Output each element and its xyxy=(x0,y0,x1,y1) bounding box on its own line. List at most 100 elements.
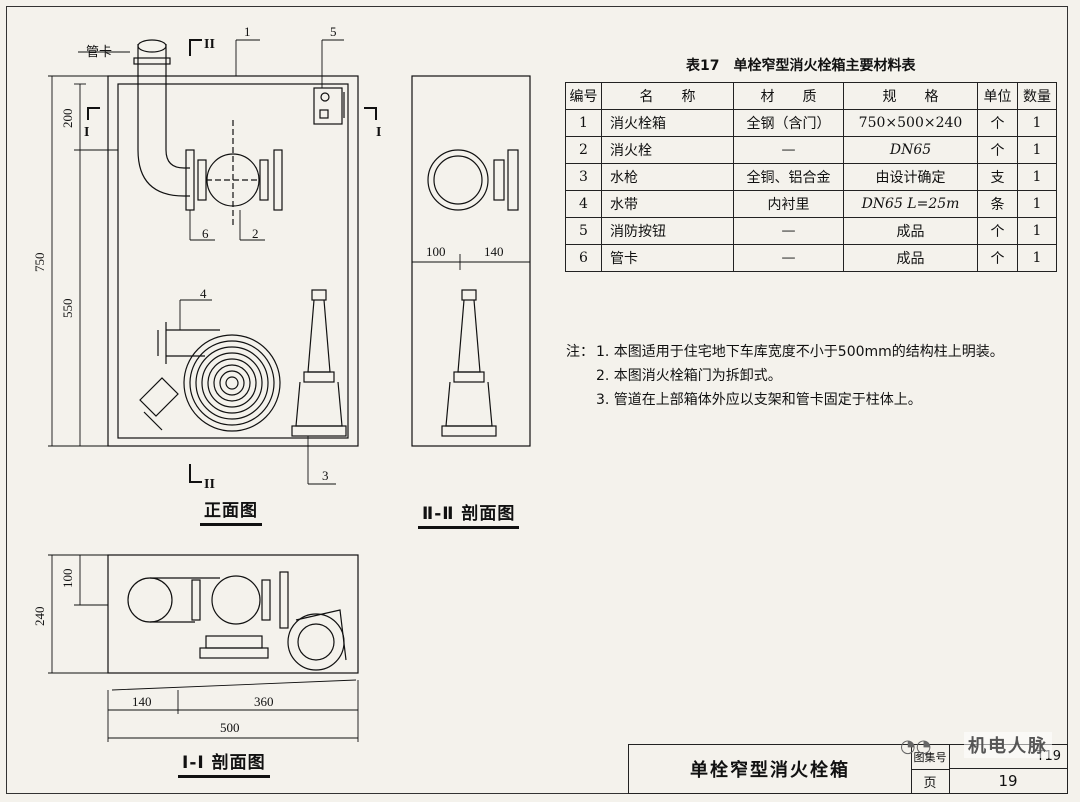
cell-unit: 条 xyxy=(977,190,1018,218)
callout-6: 6 xyxy=(202,226,209,241)
section-i-title: Ⅰ-Ⅰ 剖面图 xyxy=(178,752,270,778)
cell-qty: 1 xyxy=(1017,217,1057,245)
cell-material: — xyxy=(733,136,844,164)
cell-unit: 支 xyxy=(977,163,1018,191)
cell-name: 消火栓箱 xyxy=(601,109,734,137)
note-text: 1. 本图适用于住宅地下车库宽度不小于500mm的结构柱上明装。 xyxy=(596,344,1004,360)
callout-4: 4 xyxy=(200,286,207,301)
section-ii-title: Ⅱ-Ⅱ 剖面图 xyxy=(418,503,520,529)
note-item: 2. 本图消火栓箱门为拆卸式。 xyxy=(566,364,1004,388)
cell-material: 全铜、铝合金 xyxy=(733,163,844,191)
cell-qty: 1 xyxy=(1017,163,1057,191)
cell-no: 6 xyxy=(565,244,602,272)
cell-material: — xyxy=(733,244,844,272)
cell-unit: 个 xyxy=(977,217,1018,245)
watermark: 机电人脉 xyxy=(964,732,1052,758)
note-item: 3. 管道在上部箱体外应以支架和管卡固定于柱体上。 xyxy=(566,388,1004,412)
col-header-spec: 规 格 xyxy=(843,82,978,110)
callout-5: 5 xyxy=(330,24,337,39)
cell-name: 水带 xyxy=(601,190,734,218)
callout-1: 1 xyxy=(244,24,251,39)
cell-material: — xyxy=(733,217,844,245)
cell-no: 1 xyxy=(565,109,602,137)
valve-symbol xyxy=(185,120,283,228)
materials-table: 编号 名 称 材 质 规 格 单位 数量 1 消火栓箱 全钢（含门） 750×5… xyxy=(565,82,1057,272)
cell-spec: 成品 xyxy=(843,244,978,272)
section-mark-i-left: I xyxy=(84,125,89,140)
cell-material: 内衬里 xyxy=(733,190,844,218)
cell-qty: 1 xyxy=(1017,109,1057,137)
dim-i-140: 140 xyxy=(132,694,152,709)
table-row: 3 水枪 全铜、铝合金 由设计确定 支 1 xyxy=(565,163,1057,191)
dim-i-100: 100 xyxy=(60,569,75,589)
cell-qty: 1 xyxy=(1017,190,1057,218)
cell-name: 消火栓 xyxy=(601,136,734,164)
cell-spec: 750×500×240 xyxy=(843,109,978,137)
front-view-title: 正面图 xyxy=(200,500,262,526)
callout-2: 2 xyxy=(252,226,259,241)
dim-ii-140: 140 xyxy=(484,244,504,259)
dim-i-360: 360 xyxy=(254,694,274,709)
callout-3: 3 xyxy=(322,468,329,483)
dim-i-240: 240 xyxy=(32,607,47,627)
col-header-unit: 单位 xyxy=(977,82,1018,110)
cell-name: 管卡 xyxy=(601,244,734,272)
col-header-material: 材 质 xyxy=(733,82,844,110)
front-view-box xyxy=(107,75,359,447)
section-mark-ii-bottom: II xyxy=(204,477,215,492)
cell-unit: 个 xyxy=(977,136,1018,164)
guanka-label: 管卡 xyxy=(86,44,112,59)
nozzle xyxy=(291,289,347,437)
drawing-title: 单栓窄型消火栓箱 xyxy=(629,745,912,793)
fire-button xyxy=(313,87,345,125)
table-row: 2 消火栓 — DN65 个 1 xyxy=(565,136,1057,164)
riser-pipe xyxy=(133,39,190,197)
wechat-icon: ◔◔ xyxy=(900,736,932,757)
cell-unit: 个 xyxy=(977,109,1018,137)
page-label: 页 xyxy=(911,769,950,793)
cell-spec: DN65 xyxy=(843,136,978,164)
section-i-box xyxy=(48,554,359,742)
cell-spec: 成品 xyxy=(843,217,978,245)
table-header-row: 编号 名 称 材 质 规 格 单位 数量 xyxy=(565,82,1057,110)
front-dim-lines xyxy=(48,39,344,485)
hose-reel xyxy=(139,322,281,432)
table-row: 5 消防按钮 — 成品 个 1 xyxy=(565,217,1057,245)
col-header-name: 名 称 xyxy=(601,82,734,110)
cell-no: 2 xyxy=(565,136,602,164)
section-mark-ii-top: II xyxy=(204,37,215,52)
dim-ii-100: 100 xyxy=(426,244,446,259)
cell-spec: DN65 L=25m xyxy=(843,190,978,218)
dim-550: 550 xyxy=(60,299,75,319)
cell-material: 全钢（含门） xyxy=(733,109,844,137)
cell-no: 3 xyxy=(565,163,602,191)
cell-name: 水枪 xyxy=(601,163,734,191)
table-row: 4 水带 内衬里 DN65 L=25m 条 1 xyxy=(565,190,1057,218)
notes-block: 注：1. 本图适用于住宅地下车库宽度不小于500mm的结构柱上明装。 2. 本图… xyxy=(566,340,1004,412)
atlas-label: 图集号 xyxy=(911,745,950,770)
dim-750: 750 xyxy=(32,253,47,273)
dim-i-500: 500 xyxy=(220,720,240,735)
table-title: 表17 单栓窄型消火栓箱主要材料表 xyxy=(686,58,916,74)
page-number: 19 xyxy=(998,772,1018,790)
title-block: 单栓窄型消火栓箱 图集号 T19 页 19 xyxy=(628,744,1068,794)
note-text: 2. 本图消火栓箱门为拆卸式。 xyxy=(596,368,782,384)
table-row: 1 消火栓箱 全钢（含门） 750×500×240 个 1 xyxy=(565,109,1057,137)
col-header-no: 编号 xyxy=(565,82,602,110)
note-item: 注：1. 本图适用于住宅地下车库宽度不小于500mm的结构柱上明装。 xyxy=(566,340,1004,364)
section-ii-box xyxy=(411,75,531,447)
col-header-qty: 数量 xyxy=(1017,82,1057,110)
note-text: 3. 管道在上部箱体外应以支架和管卡固定于柱体上。 xyxy=(596,392,922,408)
cell-unit: 个 xyxy=(977,244,1018,272)
cell-qty: 1 xyxy=(1017,136,1057,164)
dim-200: 200 xyxy=(60,109,75,129)
cell-no: 4 xyxy=(565,190,602,218)
section-marks xyxy=(87,39,377,483)
cell-qty: 1 xyxy=(1017,244,1057,272)
section-mark-i-right: I xyxy=(376,125,381,140)
notes-lead: 注： xyxy=(566,344,594,360)
table-row: 6 管卡 — 成品 个 1 xyxy=(565,244,1057,272)
drawing-frame xyxy=(6,6,1068,794)
cell-no: 5 xyxy=(565,217,602,245)
